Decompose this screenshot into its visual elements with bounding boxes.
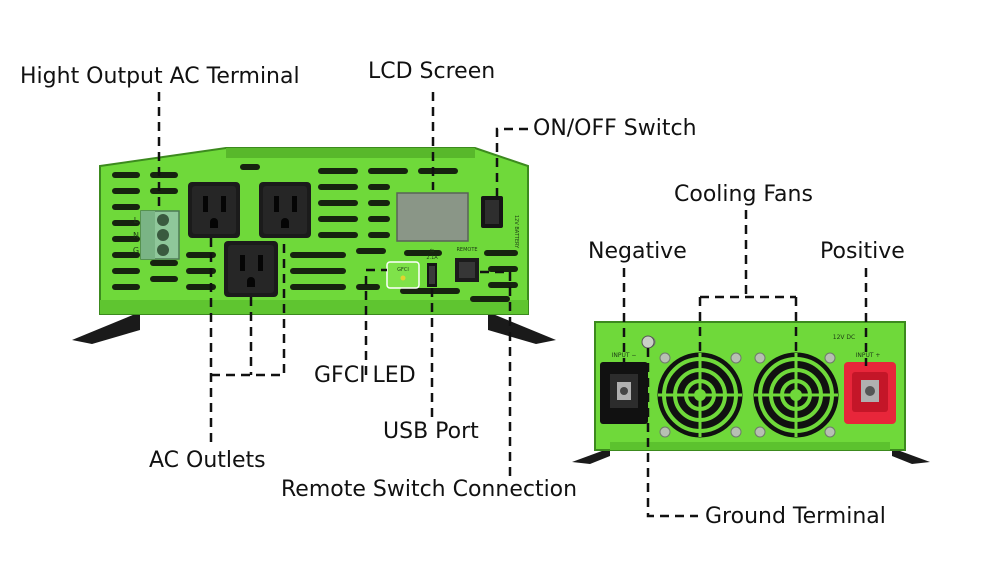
bottom-rim [100,300,528,314]
right-foot [488,312,556,344]
gfci-led [400,275,406,281]
gfci-led-module: GFCI [386,261,420,289]
label-cooling-fans: Cooling Fans [674,182,813,207]
lcd-screen [396,192,469,242]
label-remote-switch-connection: Remote Switch Connection [281,477,578,502]
negative-terminal: INPUT − [600,352,648,424]
terminal-letter-n: N [133,231,139,240]
label-on-off-switch: ON/OFF Switch [533,116,697,141]
label-negative: Negative [588,239,687,264]
label-usb-port: USB Port [383,419,479,444]
ac-outlet-1 [188,182,240,238]
left-foot [72,312,140,344]
inverter-front-view: L N G 12V BATTERY G [72,147,556,344]
usb-port: ⇆ 2.1A [426,248,438,287]
leader-gfci [364,268,387,375]
gfci-text: GFCI [397,267,409,273]
terminal-letter-l: L [134,216,139,225]
input-positive-text: INPUT + [856,352,881,359]
svg-text:12V BATTERY: 12V BATTERY [513,215,519,249]
remote-port: REMOTE [455,247,479,282]
ac-outlet-2 [259,182,311,238]
label-high-output-ac-terminal: Hight Output AC Terminal [20,64,300,89]
top-rim [226,148,475,158]
terminal-letter-g: G [133,246,139,255]
svg-text:⇆: ⇆ [430,248,434,254]
ac-outlet-3 [224,241,278,297]
leader-lines [157,92,868,518]
volt-dc-text: 12V DC [833,334,855,341]
positive-terminal: 12V DC INPUT + [833,334,896,424]
cooling-fan-right [753,352,839,438]
ground-terminal [641,335,655,349]
leader-ground [646,348,698,518]
label-ac-outlets: AC Outlets [149,448,266,473]
label-gfci-led: GFCI LED [314,363,416,388]
inverter-rear-view: INPUT − 12V DC INPUT + [572,321,930,464]
label-ground-terminal: Ground Terminal [705,504,886,529]
cooling-fan-left [657,352,743,438]
high-output-ac-terminal: L N G [133,210,180,260]
leader-remote [480,270,512,476]
remote-text: REMOTE [456,247,477,253]
input-negative-text: INPUT − [612,352,637,359]
usb-rating-text: 2.1A [426,255,438,261]
label-lcd-screen: LCD Screen [368,59,496,84]
leader-on-off [495,127,528,196]
front-vents [112,164,518,302]
label-positive: Positive [820,239,905,264]
on-off-switch [481,196,503,228]
